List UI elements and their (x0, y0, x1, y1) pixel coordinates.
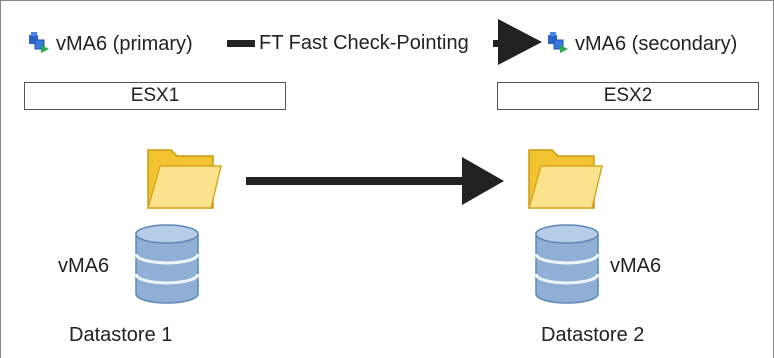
folder-secondary-icon (528, 149, 603, 209)
ft-link-line-left (227, 40, 255, 47)
database-secondary-icon (534, 224, 600, 304)
secondary-vm-label: vMA6 (secondary) (575, 33, 738, 55)
datastore-1-label: Datastore 1 (69, 324, 173, 346)
datastore-2-label: Datastore 2 (541, 324, 645, 346)
secondary-datastore-vm-label: vMA6 (610, 255, 662, 277)
ft-link-line-right (493, 40, 501, 47)
esx1-host-box: ESX1 (24, 82, 286, 110)
ft-link-label: FT Fast Check-Pointing (259, 32, 469, 54)
primary-vm-label: vMA6 (primary) (56, 33, 193, 55)
database-primary-icon (134, 224, 200, 304)
esx2-host-box: ESX2 (497, 82, 759, 110)
ft-link-arrowhead (498, 19, 542, 65)
primary-datastore-vm-label: vMA6 (58, 255, 110, 277)
vm-secondary-icon (548, 32, 568, 53)
replication-arrow (246, 157, 504, 205)
vm-primary-icon (29, 32, 49, 53)
folder-primary-icon (147, 149, 222, 209)
